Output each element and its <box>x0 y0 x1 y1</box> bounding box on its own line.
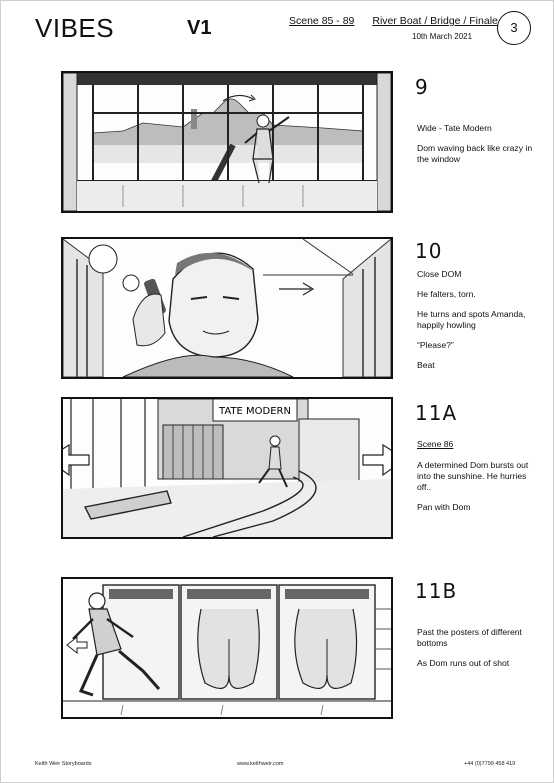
note: Pan with Dom <box>417 502 471 512</box>
panel-11a-drawing: TATE MODERN <box>63 399 391 537</box>
scene-locations: River Boat / Bridge / Finale <box>372 15 498 27</box>
tate-modern-sign: TATE MODERN <box>218 406 291 417</box>
footer-website: www.keithweir.com <box>237 761 284 767</box>
note: Dom waving back like crazy in the window <box>417 143 533 164</box>
panel-11a-notes: Scene 86 A determined Dom bursts out int… <box>417 439 537 522</box>
note: Close DOM <box>417 269 462 279</box>
panel-10-sketch <box>61 237 393 379</box>
panel-11a-sketch: TATE MODERN <box>61 397 393 539</box>
shot-number-11b: 11B <box>415 579 458 603</box>
panel-11b-sketch <box>61 577 393 719</box>
project-title: VIBES <box>35 13 115 43</box>
sheet-date: 10th March 2021 <box>412 32 473 41</box>
panel-11b-notes: Past the posters of different bottoms As… <box>417 627 537 678</box>
panel-9-sketch <box>61 71 393 213</box>
note: Wide - Tate Modern <box>417 123 492 133</box>
footer-phone: +44 (0)7799 458 419 <box>464 761 516 767</box>
panel-10-drawing <box>63 239 391 377</box>
note: As Dom runs out of shot <box>417 658 510 668</box>
note: He falters, torn. <box>417 289 476 299</box>
shot-number-10: 10 <box>415 239 443 263</box>
note: Beat <box>417 360 435 370</box>
note: “Please?” <box>417 340 454 350</box>
note: He turns and spots Amanda, happily howli… <box>417 309 526 330</box>
panel-9-drawing <box>63 73 391 211</box>
note: A determined Dom bursts out into the sun… <box>417 460 529 492</box>
panel-11b-drawing <box>63 579 391 717</box>
page-number: 3 <box>497 11 531 45</box>
panel-10-notes: Close DOM He falters, torn. He turns and… <box>417 269 537 380</box>
scene-range: Scene 85 - 89 <box>289 15 355 27</box>
shot-number-11a: 11A <box>415 401 458 425</box>
shot-number-9: 9 <box>415 75 429 99</box>
note: Past the posters of different bottoms <box>417 627 522 648</box>
scene-subheading: Scene 86 <box>417 439 454 449</box>
version-label: V1 <box>187 17 212 39</box>
scene-heading: Scene 85 - 89 River Boat / Bridge / Final… <box>289 15 516 27</box>
panel-9-notes: Wide - Tate Modern Dom waving back like … <box>417 123 537 174</box>
footer-studio: Keith Weir Storyboards <box>35 761 92 767</box>
